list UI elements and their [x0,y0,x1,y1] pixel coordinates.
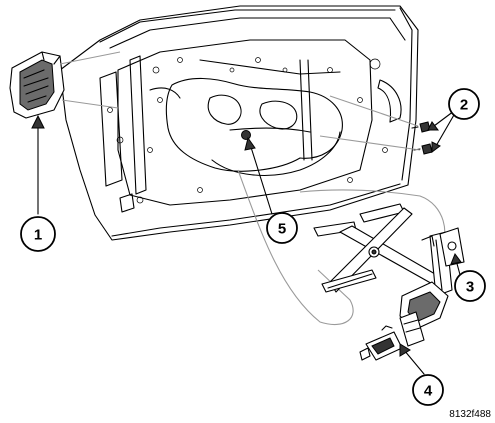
callout-4-label: 4 [424,383,433,400]
access-hole-plug [241,130,251,140]
callout-1-label: 1 [34,227,42,244]
callout-2-label: 2 [460,97,468,114]
regulator-phantom-outline [237,169,446,326]
callout-3: 3 [454,270,486,302]
callout-2: 2 [448,88,480,120]
leader-lines [31,107,463,375]
regulator-motor [359,281,449,361]
callout-1: 1 [20,216,56,252]
callout-4: 4 [412,374,444,406]
window-regulator [313,203,465,297]
door-inner-panel [59,5,419,241]
door-bracket-part [9,51,121,119]
callout-5: 5 [266,212,298,244]
panel-holes [107,57,388,204]
callout-3-label: 3 [466,279,474,296]
callout-5-label: 5 [278,221,286,238]
bolt-upper [411,121,431,133]
figure-reference: 8132f488 [449,409,491,420]
